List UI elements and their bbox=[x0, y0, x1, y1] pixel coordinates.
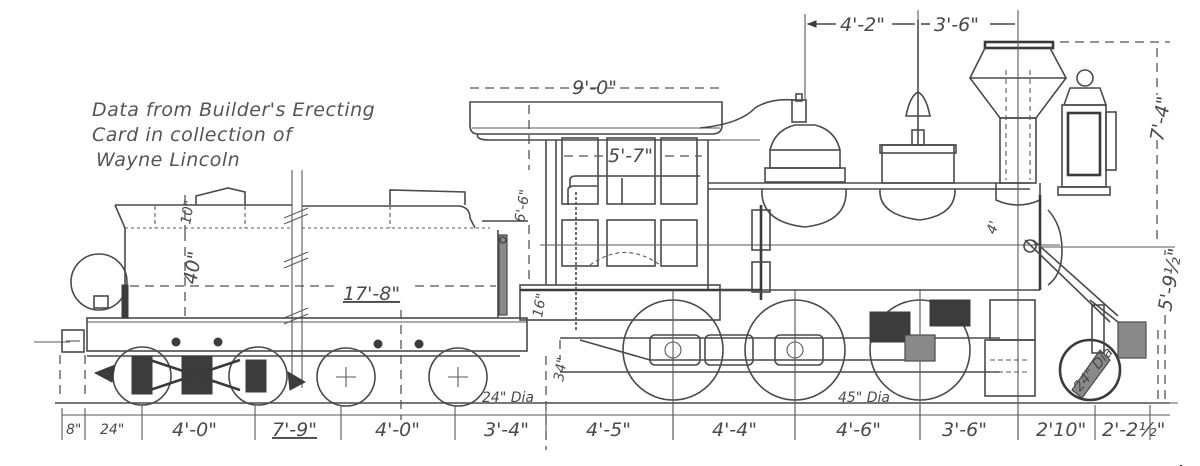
dim-bell-to-stack: 3'-6" bbox=[934, 14, 979, 36]
dim-driver-2-3: 4'-6" bbox=[836, 419, 881, 441]
dim-dome-to-bell: 4'-2" bbox=[840, 14, 885, 36]
dim-driver-1-2: 4'-4" bbox=[712, 419, 757, 441]
tender-truck-front bbox=[93, 346, 307, 406]
cylinder bbox=[869, 299, 1036, 397]
tender-tank-height-dim: 40" bbox=[179, 250, 206, 286]
dim-truck-spacing: 7'-9" bbox=[272, 419, 317, 441]
cab-width-dim: 5'-7" bbox=[608, 145, 653, 167]
note-line-2: Card in collection of bbox=[92, 124, 295, 146]
top-dimensions: 4'-2" 3'-6" bbox=[804, 10, 1019, 100]
tender-length-dim: 17'-8" bbox=[343, 283, 400, 305]
sand-dome-and-bell bbox=[879, 20, 957, 221]
headlight bbox=[1057, 69, 1117, 196]
dim-truck-1-wheelbase: 4'-0" bbox=[172, 419, 217, 441]
driver-dia-label: 45" Dia bbox=[838, 390, 890, 406]
right-dimensions: 7'-4" 5'-9½" bbox=[1040, 41, 1187, 404]
dim-tender-to-engine: 3'-4" bbox=[484, 419, 529, 441]
note-line-3: Wayne Lincoln bbox=[96, 149, 240, 171]
cab-roof-length-dim: 9'-0" bbox=[572, 77, 617, 99]
stack-height-dim: 7'-4" bbox=[1146, 95, 1175, 143]
centerlines bbox=[59, 310, 402, 420]
dim-pilot-overhang: 2'-2½" bbox=[1102, 419, 1165, 441]
builder-note: Data from Builder's Erecting Card in col… bbox=[92, 99, 375, 171]
bottom-dimensions: 8" 24" 4'-0" 7'-9" 4'-0" 3'-4" 4'-5" 4'-… bbox=[61, 405, 1170, 441]
tender-collar-dim: 10" bbox=[178, 199, 198, 226]
rail-height-dim: 34" bbox=[551, 356, 571, 383]
steam-dome bbox=[699, 93, 847, 228]
centerline-height-dim: 5'-9½" bbox=[1154, 247, 1187, 313]
smokestack bbox=[968, 40, 1068, 440]
dim-tender-end: 8" bbox=[66, 422, 81, 438]
dim-driver-to-cylinder: 3'-6" bbox=[942, 419, 987, 441]
cab: 9'-0" 5'-7" 6'-6" 16" bbox=[469, 77, 1060, 321]
tender-wheel-dia-label: 24" Dia bbox=[482, 390, 534, 406]
note-line-1: Data from Builder's Erecting bbox=[92, 99, 375, 121]
dim-truck-2-wheelbase: 4'-0" bbox=[375, 419, 420, 441]
tender-truck-rear: 24" Dia bbox=[316, 347, 534, 407]
tender: 10" 40" 17'-8" bbox=[61, 170, 528, 388]
dim-rear-to-driver: 4'-5" bbox=[586, 419, 631, 441]
dim-cylinder-to-pilot: 2'10" bbox=[1036, 419, 1086, 441]
pilot-wheel-dia-label: 24" Dia bbox=[1071, 344, 1117, 394]
boiler-dia-dim: 4' bbox=[984, 219, 1003, 236]
dim-tender-overhang: 24" bbox=[100, 422, 124, 438]
deck-height-dim: 16" bbox=[530, 292, 550, 319]
boiler: 4' bbox=[569, 20, 1117, 440]
cab-height-dim: 6'-6" bbox=[512, 188, 534, 223]
running-gear: 24" Dia 45" Dia 34" bbox=[545, 239, 1147, 450]
